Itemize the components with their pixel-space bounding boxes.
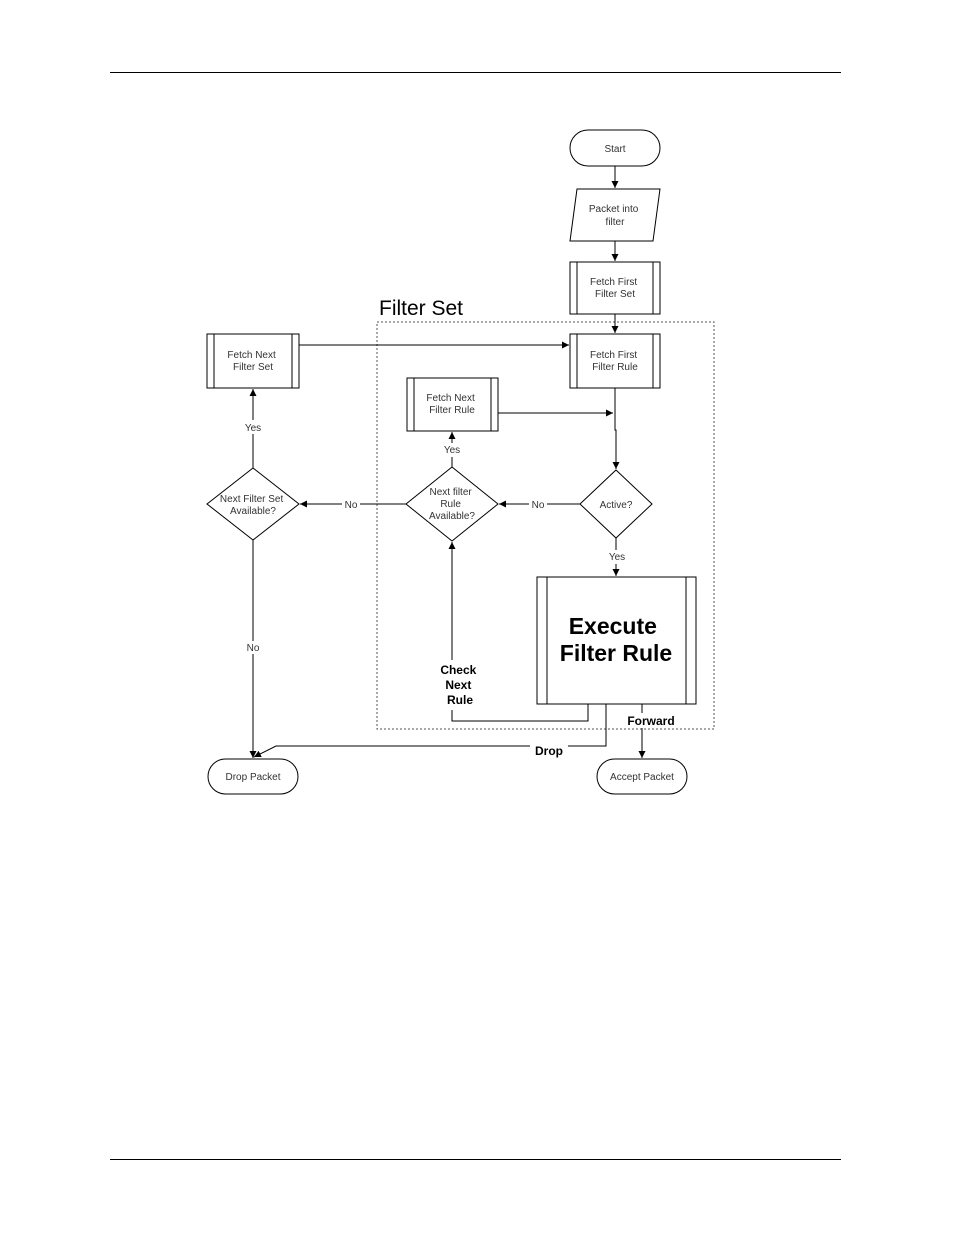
fetch-first-filter-set-node: Fetch First Filter Set xyxy=(570,262,660,314)
yes-set-label: Yes xyxy=(245,423,261,434)
filter-set-label: Filter Set xyxy=(379,297,463,320)
fetch-first-filter-set-label: Fetch First Filter Set xyxy=(590,277,640,300)
no-set-label: No xyxy=(247,643,260,654)
fetch-next-filter-rule-label: Fetch Next Filter Rule xyxy=(426,393,477,416)
no-active-label: No xyxy=(532,500,545,511)
fetch-next-filter-set-label: Fetch Next Filter Set xyxy=(227,350,278,373)
active-label: Active? xyxy=(600,500,633,511)
fetch-first-filter-rule-node: Fetch First Filter Rule xyxy=(570,334,660,388)
footer-rule xyxy=(110,1159,841,1160)
execute-filter-rule-label: Execute Filter Rule xyxy=(560,613,672,666)
accept-packet-label: Accept Packet xyxy=(610,772,674,783)
start-label: Start xyxy=(604,144,625,155)
yes-active-label: Yes xyxy=(609,552,625,563)
next-filter-rule-available-node: Next filter Rule Available? xyxy=(406,467,498,541)
forward-label: Forward xyxy=(627,714,674,728)
no-rule-label: No xyxy=(345,500,358,511)
yes-rule-label: Yes xyxy=(444,445,460,456)
fetch-next-filter-set-node: Fetch Next Filter Set xyxy=(207,334,299,388)
packet-into-filter-node: Packet into filter xyxy=(570,189,660,241)
drop-packet-node: Drop Packet xyxy=(208,759,298,794)
drop-packet-label: Drop Packet xyxy=(225,772,280,783)
fetch-next-filter-rule-node: Fetch Next Filter Rule xyxy=(407,378,498,431)
arrow-fetch-rule-to-active xyxy=(615,388,616,469)
active-node: Active? xyxy=(580,470,652,538)
next-filter-set-available-node: Next Filter Set Available? xyxy=(207,468,299,540)
drop-label: Drop xyxy=(535,744,563,758)
execute-filter-rule-node: Execute Filter Rule xyxy=(537,577,696,704)
start-node: Start xyxy=(570,130,660,166)
accept-packet-node: Accept Packet xyxy=(597,759,687,794)
fetch-first-filter-rule-label: Fetch First Filter Rule xyxy=(590,350,640,373)
